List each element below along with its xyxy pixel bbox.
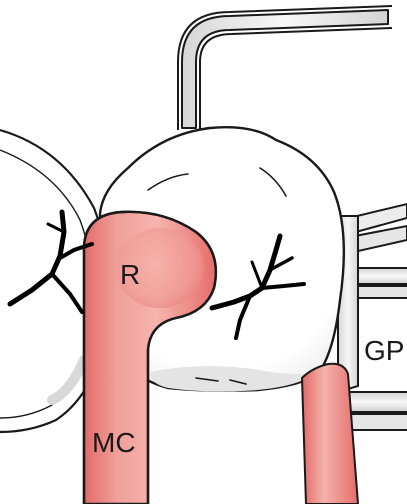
right-pink-tube [302,364,358,504]
label-gp: GP [364,335,404,366]
label-mc: MC [92,427,136,458]
label-r: R [120,259,140,290]
top-tube [178,6,392,130]
